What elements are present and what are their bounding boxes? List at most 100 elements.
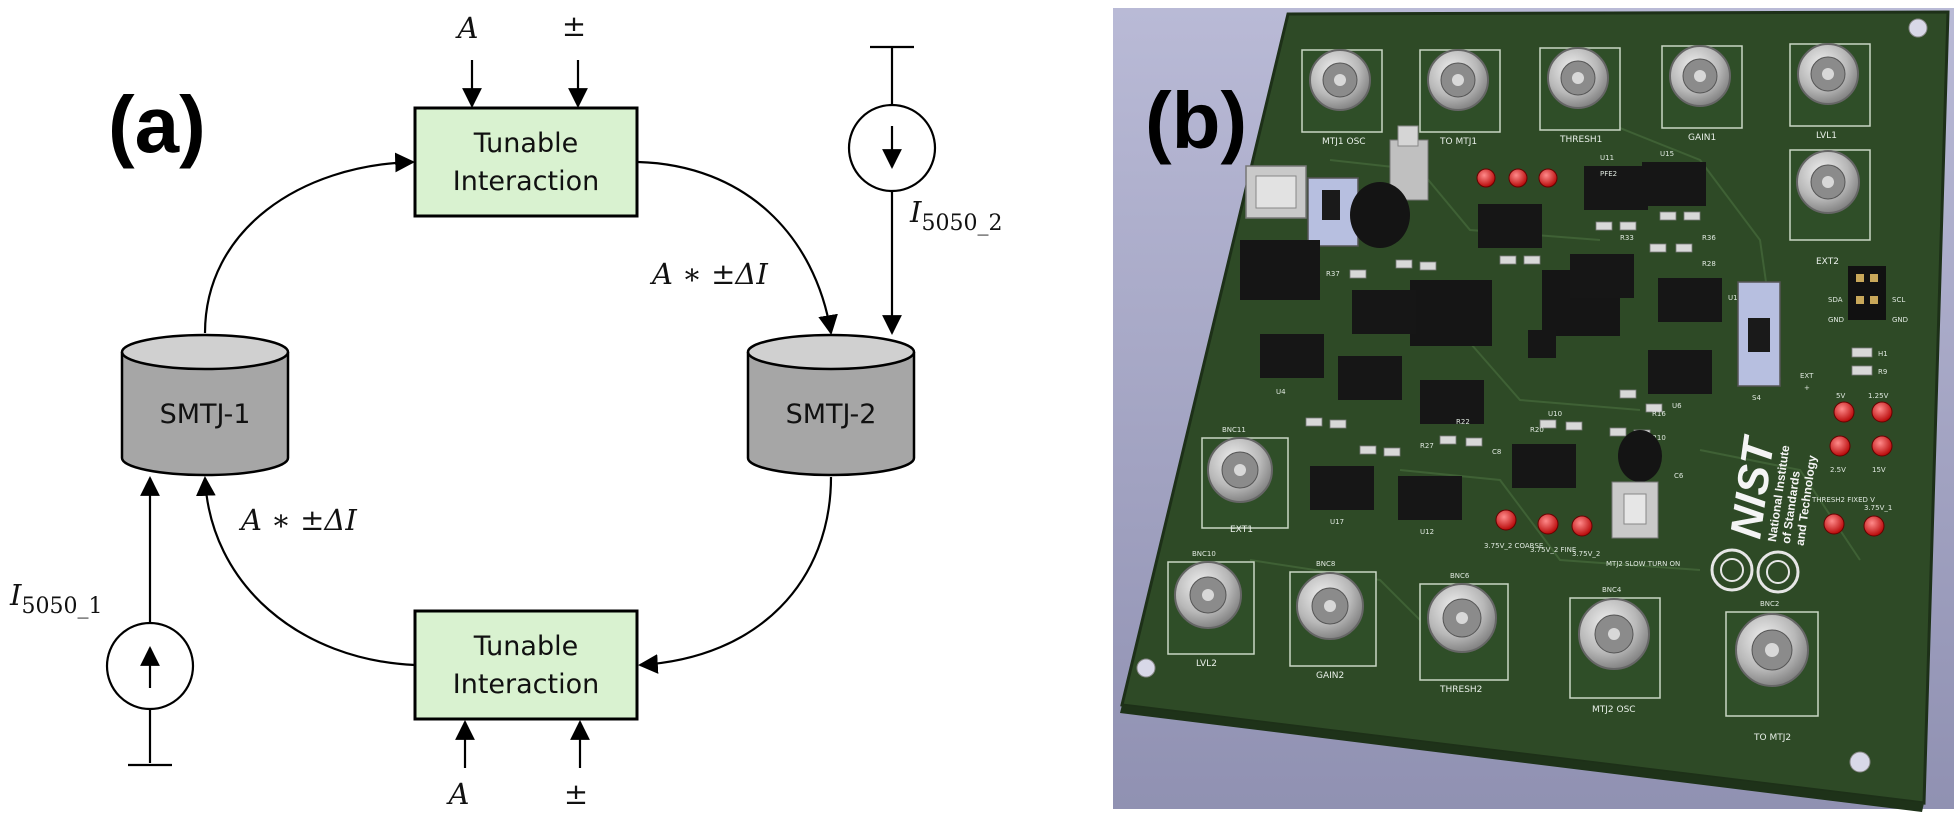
ref-u17: U17	[1330, 518, 1344, 526]
ref-u10: U10	[1548, 410, 1562, 418]
seal-icon-1	[1710, 548, 1754, 592]
bnc-label-to-mtj2: TO MTJ2	[1753, 733, 1791, 743]
bnc-ref-bnc6: BNC6	[1450, 572, 1470, 580]
bnc-label-lvl2: LVL2	[1196, 659, 1217, 669]
switch-label-plus: +	[1804, 384, 1810, 392]
mounting-hole-tr	[1908, 18, 1928, 38]
smd-parts	[1305, 211, 1873, 457]
ref-r28: R27	[1420, 442, 1434, 450]
left-source-subscript: 5050_1	[21, 594, 102, 619]
ref-u13: U13	[1728, 294, 1742, 302]
bnc-ref-bnc11: BNC11	[1222, 426, 1246, 434]
bnc-connector-gain1: GAIN1	[1661, 45, 1743, 143]
header-pin-gnd-left: GND	[1828, 316, 1844, 324]
pot-label-fine: 3.75V_2 FINE	[1530, 546, 1576, 554]
top-box-line1: Tunable	[473, 128, 578, 159]
seal-icon-1-inner	[1720, 558, 1744, 582]
bnc-connector-lvl2: BNC10 LVL2	[1167, 550, 1255, 669]
tp-label-2p5v: 2.5V	[1830, 466, 1846, 474]
bnc-connector-mtj1-osc: MTJ1 OSC	[1301, 49, 1383, 147]
left-source-label: I5050_1	[9, 578, 102, 619]
ref-r20: R16	[1652, 410, 1666, 418]
bnc-row-top: MTJ1 OSC TO MTJ1 THRESH1 G	[1301, 43, 1871, 267]
passive-refs: H1 R9 R10 R16 R20 R22 R27 R28 R33 R36 R3…	[1326, 170, 1888, 480]
ref-dfe1: PFE2	[1600, 170, 1617, 178]
bnc-label-mtj2-osc: MTJ2 OSC	[1592, 705, 1636, 715]
slide-switch-s4: S4 EXT +	[1737, 281, 1814, 402]
arc-smtj1-to-top	[203, 152, 415, 334]
header-pin-gnd-right: GND	[1892, 316, 1908, 324]
panel-b-pcb-render: (b) MTJ1 OSC TO MTJ1 T	[1113, 8, 1954, 812]
bnc-label-gain1: GAIN1	[1688, 133, 1716, 143]
left-current-source: I5050_1	[9, 476, 195, 767]
edge-label-right: A ∗ ±ΔI	[649, 257, 768, 291]
seal-icon-2	[1756, 550, 1800, 594]
bnc-label-lvl1: LVL1	[1816, 131, 1837, 141]
ref-u6: U6	[1672, 402, 1682, 410]
mounting-hole-br	[1849, 751, 1871, 773]
pot-label-coarse: 3.75V_2 COARSE	[1484, 542, 1543, 550]
bottom-interaction-rect	[413, 609, 639, 721]
arc-top-to-smtj2	[637, 160, 838, 335]
bnc-connector-to-mtj1: TO MTJ1	[1419, 49, 1501, 147]
tp-label-1p25v: 1.25V	[1868, 392, 1889, 400]
pcb-board-edge	[1120, 705, 1924, 812]
bnc-connector-mtj2-osc: BNC4 MTJ2 OSC	[1569, 586, 1661, 715]
bnc-ref-bnc2: BNC2	[1760, 600, 1779, 608]
arc-bottom-to-smtj1	[195, 476, 416, 667]
ref-c6: R37	[1326, 270, 1340, 278]
ref-s4: S4	[1752, 394, 1761, 402]
arc-smtj2-to-bottom	[638, 476, 833, 674]
ref-u15: U15	[1660, 150, 1674, 158]
ref-r36: R33	[1620, 234, 1634, 242]
ref-r22: R20	[1530, 426, 1544, 434]
bnc-connector-ext1: BNC11 EXT1	[1201, 426, 1289, 535]
tp-label-thresh2-fixed: THRESH2 FIXED V	[1811, 496, 1875, 504]
mtj2-slow-turn-on: MTJ2 SLOW TURN ON	[1606, 430, 1680, 568]
ref-r16: R10	[1652, 434, 1666, 442]
pot-label-3p75v-2: 3.75V_2	[1572, 550, 1600, 558]
bottom-box-line2: Interaction	[453, 669, 599, 700]
right-current-source: I5050_2	[847, 45, 1002, 335]
smtj-1-label: SMTJ-1	[160, 399, 251, 430]
ref-r37: R36	[1702, 234, 1716, 242]
bnc-connector-thresh2: BNC6 THRESH2	[1419, 572, 1509, 695]
bnc-label-to-mtj1: TO MTJ1	[1439, 137, 1477, 147]
ref-r27: R22	[1456, 418, 1470, 426]
top-interaction-box: Tunable Interaction	[413, 106, 639, 218]
regulator-2	[1410, 280, 1492, 346]
mounting-hole-bl	[1136, 658, 1156, 678]
bnc-connector-lvl1: LVL1	[1789, 43, 1871, 141]
bnc-label-gain2: GAIN2	[1316, 671, 1344, 681]
bnc-ref-bnc8: BNC8	[1316, 560, 1335, 568]
bnc-connector-to-mtj2: BNC2 TO MTJ2	[1725, 600, 1819, 743]
top-input-a-label: A	[455, 11, 479, 45]
bottom-input-sign-label: ±	[564, 777, 588, 811]
smtj-2-label: SMTJ-2	[786, 399, 877, 430]
ref-pfe2: C8	[1492, 448, 1501, 456]
bottom-box-line1: Tunable	[473, 631, 578, 662]
header-h1: SDA SCL GND GND H1	[1828, 266, 1908, 324]
left-source-symbol: I	[9, 578, 22, 612]
regulator-1	[1240, 240, 1320, 300]
ref-u12: U12	[1420, 528, 1434, 536]
tp-label-5v: 5V	[1836, 392, 1845, 400]
switch-label-ext: EXT	[1800, 372, 1814, 380]
pot-cluster-bottom: 3.75V_2 COARSE 3.75V_2 FINE 3.75V_2	[1484, 509, 1600, 558]
ref-r10: R9	[1878, 368, 1887, 376]
panel-a-diagram: (a) Tunable Interaction Tunable Interact…	[9, 9, 1002, 811]
nist-logo: NIST National Institute of Standards and…	[1721, 432, 1819, 546]
tp-label-3p75v-1: 3.75V_1	[1864, 504, 1892, 512]
right-source-subscript: 5050_2	[921, 211, 1002, 236]
edge-label-left: A ∗ ±ΔI	[238, 503, 357, 537]
panel-b-label: (b)	[1145, 76, 1247, 165]
bnc-ref-bnc10: BNC10	[1192, 550, 1216, 558]
ic-refs: U11 U15 U13 U6 U10 U17 U12 U4	[1276, 150, 1742, 536]
smtj-1-device: SMTJ-1	[120, 333, 290, 477]
bnc-connector-thresh1: THRESH1	[1539, 47, 1621, 145]
header-pin-scl: SCL	[1892, 296, 1905, 304]
power-jack	[1245, 125, 1429, 248]
ref-r9: H1	[1878, 350, 1888, 358]
pot-label-mtj2-slow-turn-on: MTJ2 SLOW TURN ON	[1606, 560, 1680, 568]
